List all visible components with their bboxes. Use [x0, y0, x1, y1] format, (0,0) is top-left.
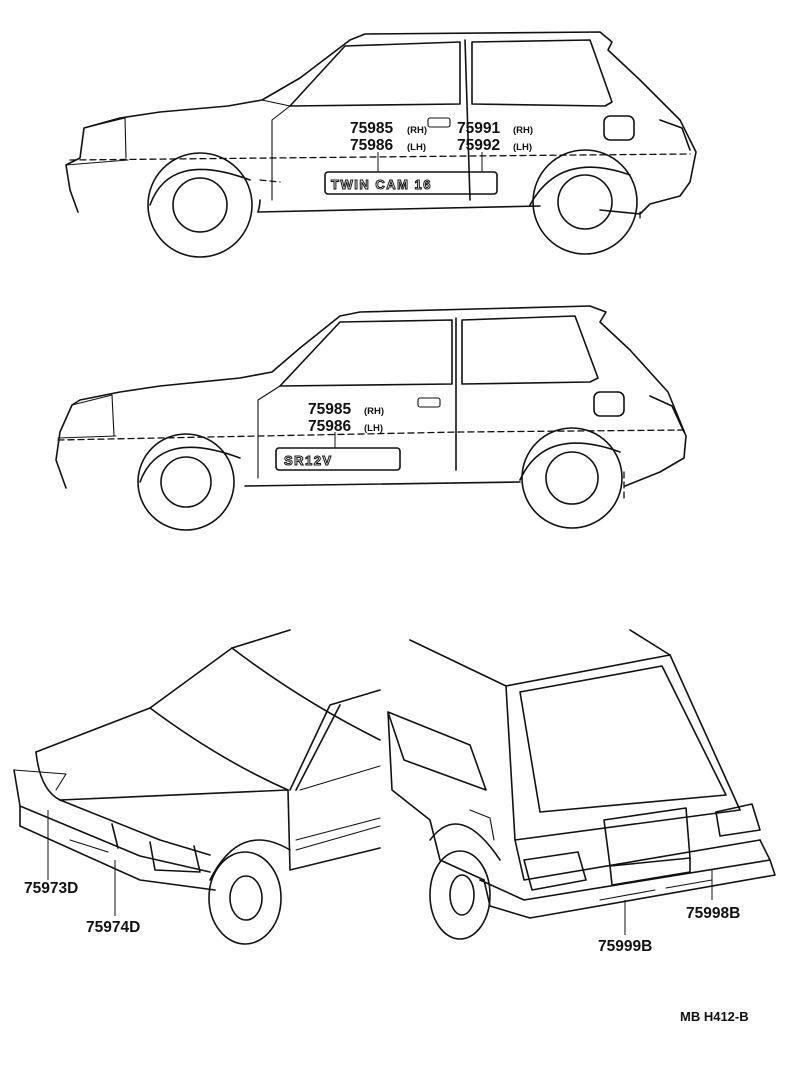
- license-plate-area: [603, 807, 691, 867]
- part-side: (LH): [513, 142, 532, 153]
- front-three-quarter-view: 75973D 75974D: [13, 629, 381, 945]
- rear-window: [461, 315, 599, 385]
- part-side: (LH): [407, 142, 426, 153]
- fuel-lid: [603, 115, 635, 141]
- part-label: 75973D: [24, 880, 78, 897]
- rear-wheel: [532, 149, 638, 255]
- rear-hatch-glass: [519, 665, 727, 813]
- front-wheel: [137, 433, 235, 531]
- part-label: 75992: [457, 137, 500, 154]
- front-window: [279, 319, 453, 387]
- part-label: 75985: [350, 120, 393, 137]
- side-view-car-sr12v: SR12V 75985 (RH) 75986 (LH): [55, 305, 687, 531]
- door-handle: [427, 117, 451, 128]
- rear-wheel: [521, 427, 623, 529]
- sr12v-emblem-text: SR12V: [284, 453, 333, 468]
- front-wheel: [147, 152, 253, 258]
- rear-wheel: [429, 850, 491, 940]
- part-label: 75999B: [598, 938, 652, 955]
- door-handle: [417, 397, 441, 408]
- tail-light: [523, 851, 587, 891]
- rear-three-quarter-view: 75999B 75998B: [387, 629, 776, 955]
- part-label: 75998B: [686, 905, 740, 922]
- front-wheel: [208, 851, 282, 945]
- part-side: (RH): [364, 406, 384, 417]
- part-side: (RH): [513, 125, 533, 136]
- part-label: 75991: [457, 120, 500, 137]
- part-label: 75986: [308, 418, 351, 435]
- twin-cam-emblem-text: TWIN CAM 16: [331, 177, 432, 192]
- side-view-car-twin-cam: TWIN CAM 16 75985 (RH) 75986 (LH) 75991 …: [65, 31, 697, 258]
- part-label: 75986: [350, 137, 393, 154]
- part-side: (RH): [407, 125, 427, 136]
- sr12v-emblem: [275, 447, 401, 471]
- twin-cam-emblem: [324, 171, 498, 195]
- tail-light: [715, 803, 761, 837]
- rear-window: [471, 39, 613, 107]
- front-window: [289, 41, 461, 107]
- part-side: (LH): [364, 423, 383, 434]
- part-label: 75974D: [86, 919, 140, 936]
- part-label: 75985: [308, 401, 351, 418]
- diagram-reference-code: MB H412-B: [680, 1009, 749, 1024]
- fuel-lid: [593, 391, 625, 417]
